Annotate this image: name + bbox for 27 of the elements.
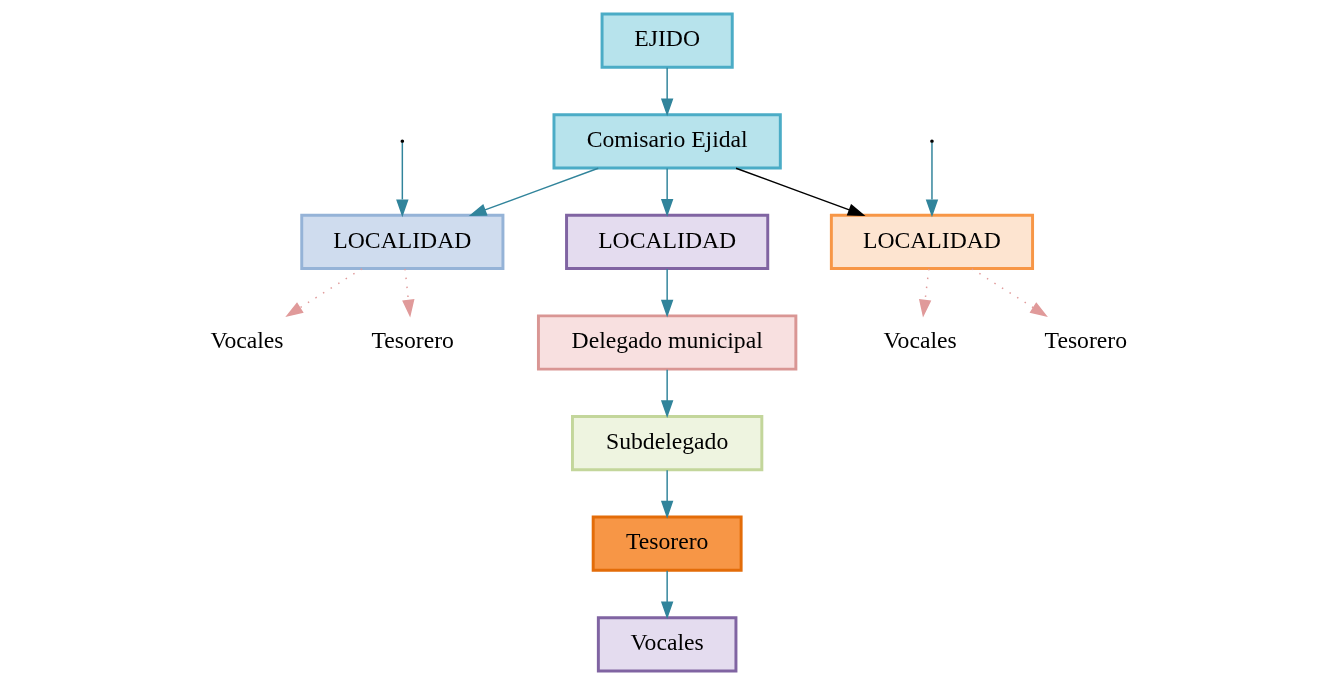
- node-box: Delegado municipal: [536, 314, 798, 371]
- arrow: [660, 167, 674, 217]
- arrow: [396, 142, 409, 218]
- node-box: LOCALIDAD: [829, 213, 1035, 270]
- arrow: [918, 268, 932, 318]
- node-text: Vocales: [210, 327, 284, 354]
- arrow: [971, 268, 1048, 317]
- node-box: Subdelegado: [571, 415, 764, 472]
- node-text: Vocales: [883, 327, 957, 354]
- arrow: [660, 368, 674, 419]
- arrow: [402, 268, 415, 318]
- arrow: [735, 167, 866, 216]
- node-box: EJIDO: [600, 12, 734, 69]
- node-box: LOCALIDAD: [565, 213, 770, 270]
- node-box: LOCALIDAD: [300, 213, 505, 270]
- node-box: Comisario Ejidal: [552, 113, 782, 170]
- node-box: Tesorero: [591, 515, 743, 572]
- arrow: [660, 469, 674, 519]
- arrow: [285, 268, 363, 317]
- node-box: Vocales: [596, 616, 738, 673]
- node-text: Tesorero: [371, 327, 454, 354]
- arrow: [925, 142, 939, 218]
- arrow: [660, 67, 674, 117]
- arrow: [660, 570, 674, 620]
- arrow: [660, 268, 674, 318]
- node-text: Tesorero: [1044, 327, 1128, 354]
- arrow: [468, 167, 599, 216]
